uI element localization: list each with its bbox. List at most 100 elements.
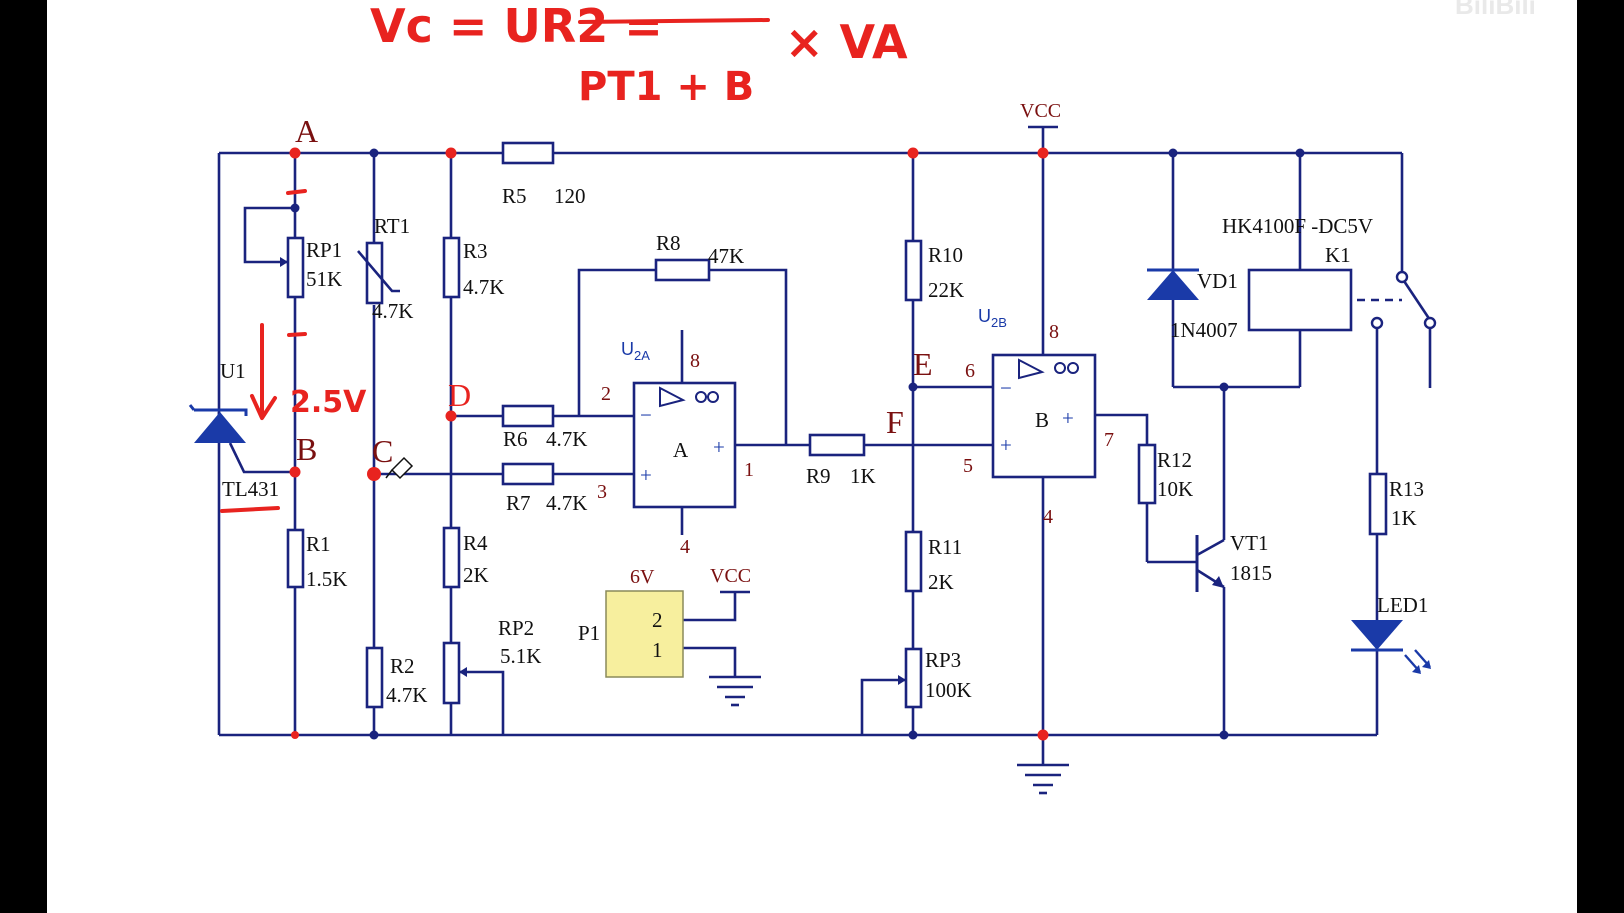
r8-ref: R8: [656, 231, 681, 255]
u2b-minus-sign: −: [1000, 376, 1012, 400]
r13-ref: R13: [1389, 477, 1424, 501]
rt1-thermistor-mark: [357, 250, 400, 293]
led1-ref: LED1: [1377, 593, 1428, 617]
rp3-ref: RP3: [925, 648, 961, 672]
p1-pin-1: 1: [652, 638, 663, 662]
tl431-symbol: [188, 404, 248, 443]
r12-ref: R12: [1157, 448, 1192, 472]
r7-body: [501, 462, 555, 486]
u2a-pin-3: 3: [597, 481, 607, 503]
reference-voltage-note: 2.5V: [290, 385, 367, 420]
component-labels: RP1 5 1K RT1 4.7K R3 4.7K R5 120 R8 47K R…: [220, 100, 1428, 707]
u2b-pin-7: 7: [1104, 429, 1114, 451]
equation-lhs: Vc = UR2 =: [370, 0, 663, 53]
u1-value: TL431: [222, 477, 279, 501]
r3-body: [442, 236, 461, 299]
led1-symbol: [1351, 620, 1431, 674]
u2a-out-plus-sign: +: [713, 435, 725, 459]
u1-ref: U1: [220, 359, 246, 383]
r2-value: 4.7K: [386, 683, 427, 707]
rp1-ref: RP1: [306, 238, 342, 262]
vd1-value: 1N4007: [1170, 318, 1238, 342]
r9-ref: R9: [806, 464, 831, 488]
r5-value: 120: [554, 184, 586, 208]
r6-value: 4.7K: [546, 427, 587, 451]
r11-body: [904, 530, 923, 593]
u2a-minus-sign: −: [640, 403, 652, 427]
r11-value: 2K: [928, 570, 954, 594]
u2a-letter: A: [673, 438, 689, 462]
resistors: [280, 141, 1388, 709]
r8-body: [654, 258, 711, 282]
r11-ref: R11: [928, 535, 962, 559]
r7-value: 4.7K: [546, 491, 587, 515]
r1-ref: R1: [306, 532, 331, 556]
rp2-body: [442, 641, 461, 705]
node-d: D: [448, 377, 471, 413]
r8-value: 47K: [708, 244, 744, 268]
u2b-pin-8: 8: [1049, 321, 1059, 343]
node-a: A: [295, 113, 318, 149]
r2-body: [365, 646, 384, 709]
r13-body: [1368, 472, 1388, 536]
p1-connector-body: [605, 590, 684, 678]
r12-value: 10K: [1157, 477, 1193, 501]
u2a-ref: U2A: [621, 339, 650, 363]
r9-value: 1K: [850, 464, 876, 488]
r3-ref: R3: [463, 239, 488, 263]
u2b-pin-5: 5: [963, 455, 973, 477]
r10-value: 22K: [928, 278, 964, 302]
equation-rhs: × VA: [785, 15, 908, 69]
r9-body: [808, 433, 866, 457]
watermark-logo: BiliBili: [1455, 0, 1536, 20]
ground-symbol-main: [1017, 763, 1069, 795]
u2b-out-plus-sign: +: [1062, 406, 1074, 430]
r10-body: [904, 239, 923, 302]
rp3-value: 100K: [925, 678, 972, 702]
node-f: F: [886, 404, 904, 440]
rt1-ref: RT1: [374, 214, 410, 238]
u2b-ref: U2B: [978, 306, 1007, 330]
r1-value: 1.5K: [306, 567, 347, 591]
handwritten-annotations: Vc = UR2 = × VA PT1 + B 2.5V: [220, 0, 908, 513]
node-e: E: [913, 346, 933, 382]
node-b: B: [296, 431, 317, 467]
rt1-body: [365, 241, 384, 305]
r12-body: [1137, 443, 1157, 505]
u2b-letter: B: [1035, 408, 1049, 432]
r3-value: 4.7K: [463, 275, 504, 299]
p1-ref: P1: [578, 621, 600, 645]
r13-value: 1K: [1391, 506, 1417, 530]
r7-ref: R7: [506, 491, 531, 515]
vt1-value: 1815: [1230, 561, 1272, 585]
r5-body: [501, 141, 555, 165]
ground-symbol-p1: [709, 675, 761, 707]
vd1-ref: VD1: [1197, 269, 1238, 293]
r4-ref: R4: [463, 531, 488, 555]
u2a-pin-2: 2: [601, 383, 611, 405]
r1-body: [286, 528, 305, 589]
rp3-wiper-arrow: [898, 675, 906, 685]
vcc-label-p1: VCC: [710, 565, 751, 587]
rp3-body: [904, 647, 923, 709]
u2a-plus-sign: +: [640, 463, 652, 487]
rp2-value: 5.1K: [500, 644, 541, 668]
u2b-pin-6: 6: [965, 360, 975, 382]
k1-ref: K1: [1325, 243, 1351, 267]
r4-value: 2K: [463, 563, 489, 587]
u2b-pin-4: 4: [1043, 506, 1053, 528]
rt1-value: 4.7K: [372, 299, 413, 323]
op-amp-u2b: [991, 353, 1097, 479]
rp1-wiper-arrow: [280, 257, 288, 267]
r5-ref: R5: [502, 184, 527, 208]
vt1-ref: VT1: [1230, 531, 1269, 555]
op-amp-u2a: [632, 381, 737, 509]
relay-k1: [1247, 268, 1437, 332]
u2a-pin-8: 8: [690, 350, 700, 372]
u2a-pin-4: 4: [680, 536, 690, 558]
junction-dots: [289, 147, 1305, 741]
u2a-pin-1: 1: [744, 459, 754, 481]
r4-body: [442, 526, 461, 589]
